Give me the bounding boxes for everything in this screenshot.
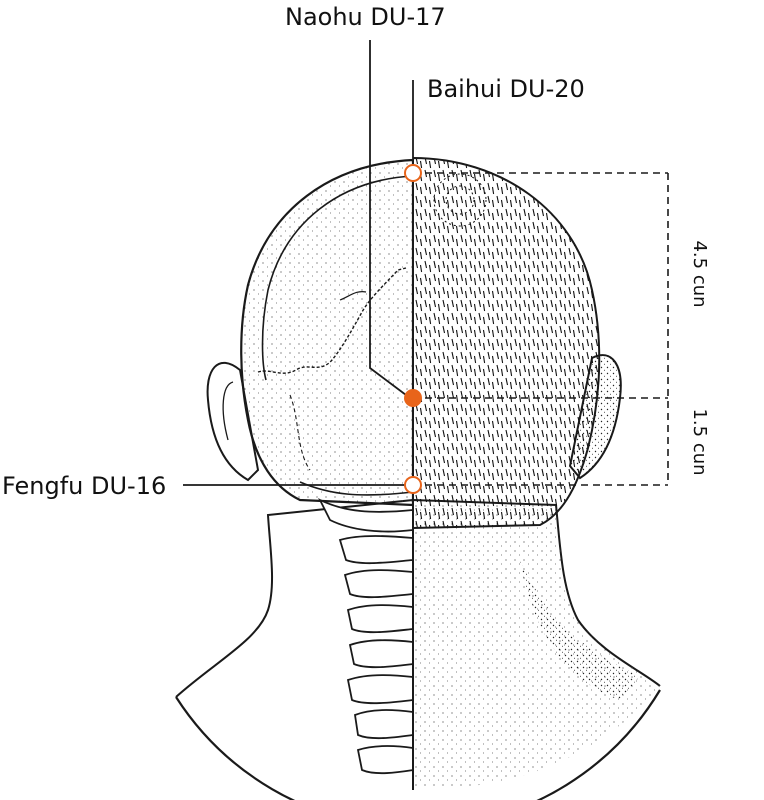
baihui-label: Baihui DU-20 (427, 75, 585, 103)
naohu-label: Naohu DU-17 (285, 3, 446, 31)
fengfu-point[interactable] (404, 476, 422, 494)
fengfu-label: Fengfu DU-16 (2, 472, 166, 500)
leader-lines (183, 40, 414, 486)
hair (413, 156, 601, 530)
cervical-spine (318, 498, 413, 775)
upper-measurement-label: 4.5 cun (689, 240, 710, 307)
measurement-lines (413, 172, 669, 486)
baihui-point[interactable] (404, 164, 422, 182)
skull-view (240, 158, 413, 775)
lower-measurement-label: 1.5 cun (689, 408, 710, 475)
left-ear (206, 362, 260, 482)
naohu-point[interactable] (404, 389, 422, 407)
shoulders (175, 498, 661, 800)
